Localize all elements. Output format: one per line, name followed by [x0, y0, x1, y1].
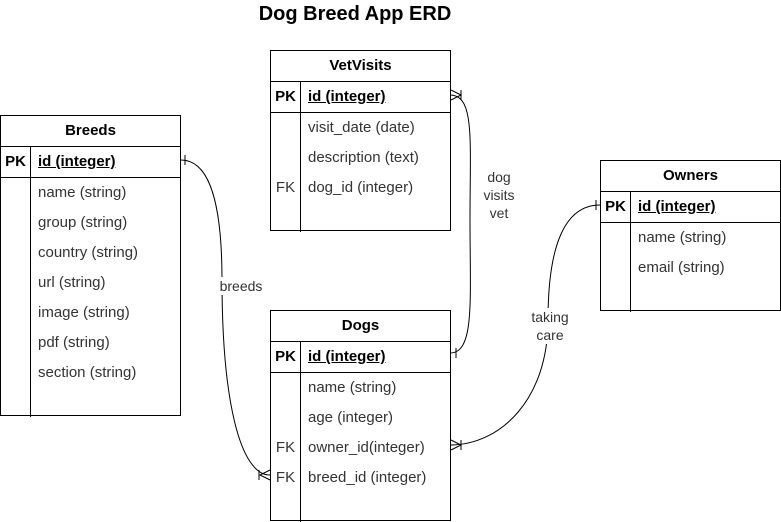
field-breed-id: breed_id (integer)	[308, 469, 427, 486]
field-pdf: pdf (string)	[38, 334, 110, 351]
relation-line-breeds	[180, 159, 271, 476]
field-age: age (integer)	[308, 409, 394, 426]
fk-label: FK	[275, 439, 296, 456]
field-section: section (string)	[38, 364, 137, 381]
field-name: name (string)	[308, 379, 397, 396]
key-cell	[271, 143, 300, 173]
fk-label: FK	[275, 469, 296, 486]
field-name: name (string)	[638, 229, 727, 246]
relation-label-breeds: breeds	[213, 277, 269, 295]
field-owner-id: owner_id(integer)	[308, 439, 425, 456]
field-description: description (text)	[308, 149, 419, 166]
field-country: country (string)	[38, 244, 139, 261]
field-url: url (string)	[38, 274, 106, 291]
primary-key-row: PK id (integer)	[271, 82, 450, 113]
pk-field: id (integer)	[638, 198, 716, 215]
pk-label: PK	[601, 192, 631, 222]
crowfoot-many-icon	[450, 89, 463, 101]
field-name: name (string)	[38, 184, 127, 201]
entity-name: Breeds	[1, 116, 180, 147]
entity-vetvisits[interactable]: VetVisits PK id (integer) FK visit_date …	[270, 50, 451, 232]
relation-line-dog-visits-vet	[449, 94, 471, 354]
key-cell	[271, 373, 300, 403]
pk-label: PK	[1, 147, 31, 177]
pk-label: PK	[271, 82, 301, 112]
entity-name: Owners	[601, 161, 780, 192]
entity-owners[interactable]: Owners PK id (integer) name (string) ema…	[600, 160, 781, 312]
relation-label-dog-visits-vet: dog visits vet	[478, 168, 520, 222]
crowfoot-many-icon	[258, 469, 271, 481]
primary-key-row: PK id (integer)	[271, 342, 450, 373]
entity-dogs[interactable]: Dogs PK id (integer) FK FK name (string)…	[270, 310, 451, 522]
field-dog-id: dog_id (integer)	[308, 179, 414, 196]
field-image: image (string)	[38, 304, 130, 321]
entity-breeds[interactable]: Breeds PK id (integer) name (string) gro…	[0, 115, 181, 417]
field-visit-date: visit_date (date)	[308, 119, 415, 136]
pk-field: id (integer)	[38, 153, 116, 170]
relation-label-taking-care: taking care	[525, 308, 575, 344]
field-email: email (string)	[638, 259, 725, 276]
primary-key-row: PK id (integer)	[1, 147, 180, 178]
key-cell	[271, 113, 300, 143]
pk-field: id (integer)	[308, 88, 386, 105]
pk-field: id (integer)	[308, 348, 386, 365]
pk-label: PK	[271, 342, 301, 372]
fk-label: FK	[275, 179, 296, 196]
field-group: group (string)	[38, 214, 128, 231]
key-cell	[271, 403, 300, 433]
primary-key-row: PK id (integer)	[601, 192, 780, 223]
crowfoot-many-icon	[450, 439, 463, 451]
diagram-title: Dog Breed App ERD	[258, 3, 452, 25]
entity-name: Dogs	[271, 311, 450, 342]
entity-name: VetVisits	[271, 51, 450, 82]
